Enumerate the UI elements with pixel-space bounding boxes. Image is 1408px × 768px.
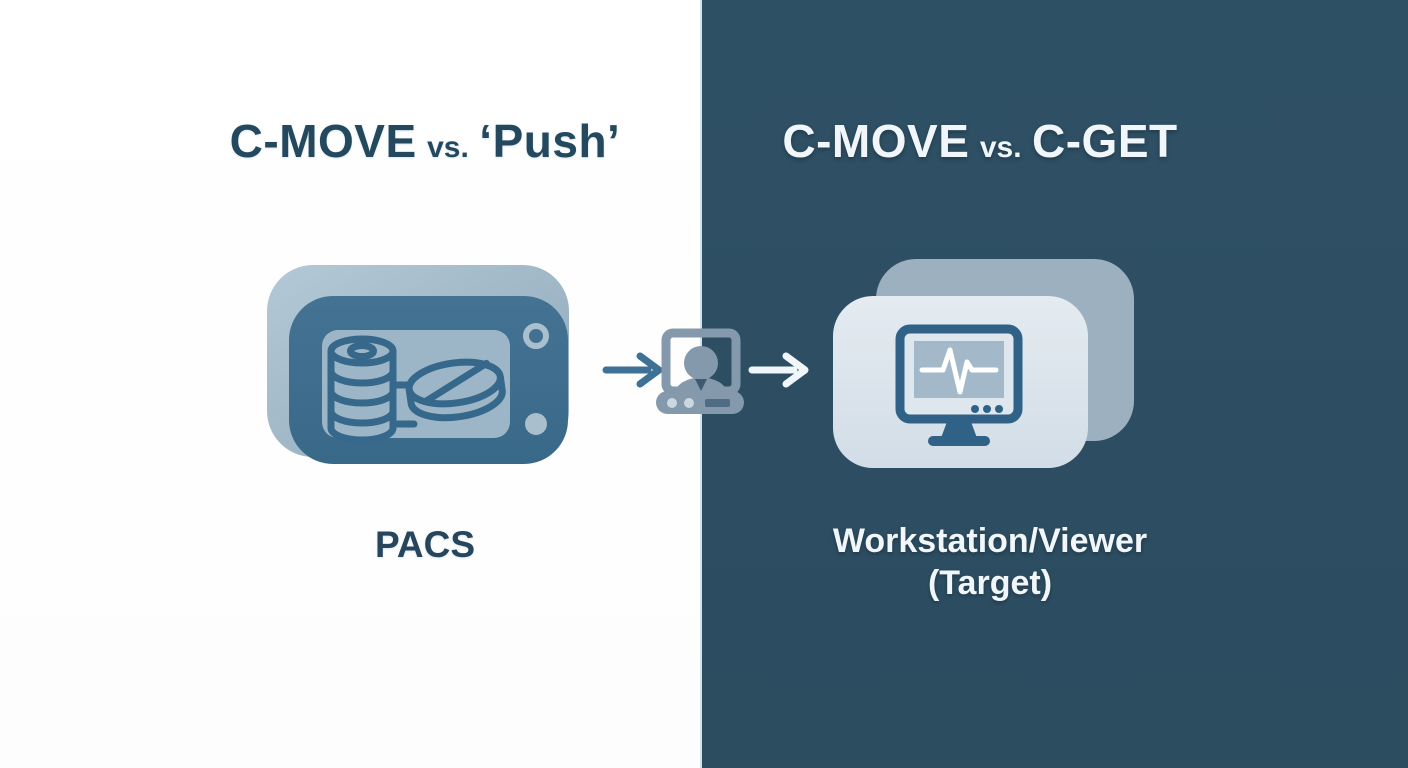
monitor-stand: [941, 419, 977, 438]
ecg-waveform: [919, 347, 999, 395]
workstation-label-line2: (Target): [927, 564, 1053, 602]
monitor-base: [928, 436, 990, 446]
arrow-right-icon: [748, 352, 809, 388]
pacs-archive-icon: [267, 265, 569, 464]
pacs-indicator-ring: [523, 323, 549, 349]
desk-base: [656, 391, 744, 414]
right-title-vs: vs.: [979, 131, 1022, 164]
workstation-label-line1: Workstation/Viewer: [832, 522, 1148, 560]
person-collar: [695, 379, 707, 391]
workstation-label: Workstation/Viewer (Target): [760, 520, 1220, 604]
pacs-label: PACS: [374, 524, 476, 565]
arrow-right-icon: [602, 352, 663, 388]
right-title: C-MOVE vs. C-GET: [700, 110, 1260, 184]
left-title-alt: ‘Push’: [479, 115, 621, 167]
workstation-monitor-icon: [833, 259, 1134, 468]
left-title: C-MOVE vs. ‘Push’: [120, 110, 730, 184]
disc-icon: [405, 358, 506, 422]
right-title-main: C-MOVE: [782, 115, 970, 167]
database-cylinder-icon: [327, 335, 428, 444]
left-title-vs: vs.: [427, 131, 469, 164]
right-title-alt: C-GET: [1032, 115, 1178, 167]
user-at-workstation-icon: [656, 328, 744, 414]
monitor-ecg-icon: [895, 324, 1023, 446]
person-head: [684, 346, 718, 380]
pacs-indicator-dot: [525, 413, 547, 435]
left-title-main: C-MOVE: [229, 115, 417, 167]
